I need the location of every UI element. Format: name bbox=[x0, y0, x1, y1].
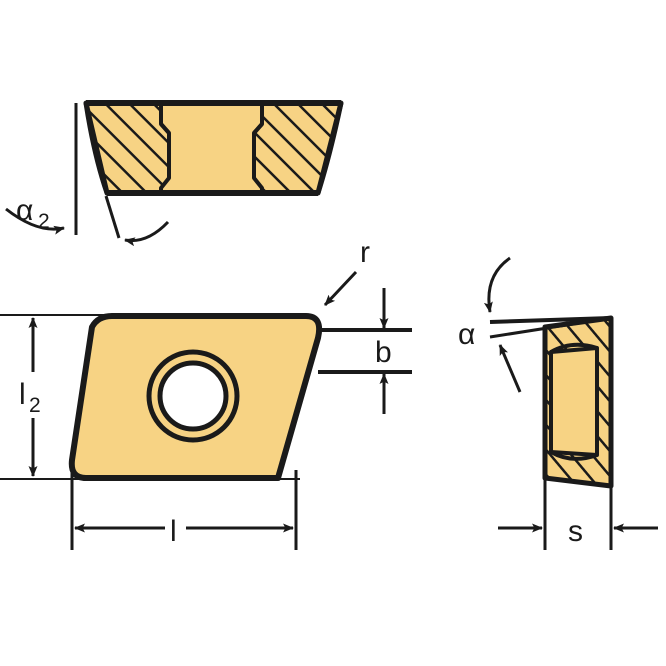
l2-dimension: l 2 bbox=[0, 314, 300, 480]
l-label: l bbox=[170, 515, 177, 548]
l2-label-backdrop bbox=[14, 372, 54, 418]
plan-view bbox=[68, 313, 323, 481]
l2-label: l bbox=[19, 378, 26, 411]
s-dimension: s bbox=[498, 478, 658, 550]
plan-bore-hole bbox=[157, 360, 229, 432]
alpha-leader-bottom bbox=[498, 344, 522, 393]
top-section-bore bbox=[159, 101, 264, 195]
side-section-bore-top-fillet bbox=[550, 342, 598, 354]
alpha-angled-reference bbox=[489, 316, 612, 339]
s-label: s bbox=[568, 515, 583, 548]
top-section-left-flank bbox=[83, 102, 110, 194]
alpha2-leader-left bbox=[5, 207, 65, 235]
alpha2-annotation: α 2 bbox=[5, 103, 170, 247]
alpha2-leader-right bbox=[124, 220, 170, 247]
r-annotation: r bbox=[323, 236, 370, 307]
top-section-view bbox=[83, 100, 344, 196]
r-leader-line bbox=[323, 270, 358, 307]
alpha-label: α bbox=[458, 318, 475, 351]
alpha2-label-subscript: 2 bbox=[38, 210, 50, 233]
alpha2-label: α bbox=[16, 194, 33, 227]
b-dimension: b bbox=[318, 288, 412, 414]
alpha-horizontal-datum bbox=[489, 316, 612, 324]
r-label: r bbox=[360, 236, 370, 269]
l-dimension: l bbox=[70, 470, 298, 550]
top-section-bore-fillet-tl bbox=[159, 122, 171, 135]
top-section-right-flank bbox=[315, 102, 344, 194]
l2-label-subscript: 2 bbox=[29, 394, 41, 417]
alpha2-flank-extension bbox=[104, 195, 121, 239]
side-section-bore-bottom-fillet bbox=[550, 450, 598, 461]
side-section-view bbox=[542, 315, 614, 489]
side-section-bore bbox=[549, 346, 599, 457]
alpha-leader-top bbox=[483, 256, 511, 313]
top-section-bore-fillet-tr bbox=[252, 122, 264, 135]
alpha-annotation: α bbox=[458, 256, 612, 393]
b-label: b bbox=[375, 336, 392, 369]
